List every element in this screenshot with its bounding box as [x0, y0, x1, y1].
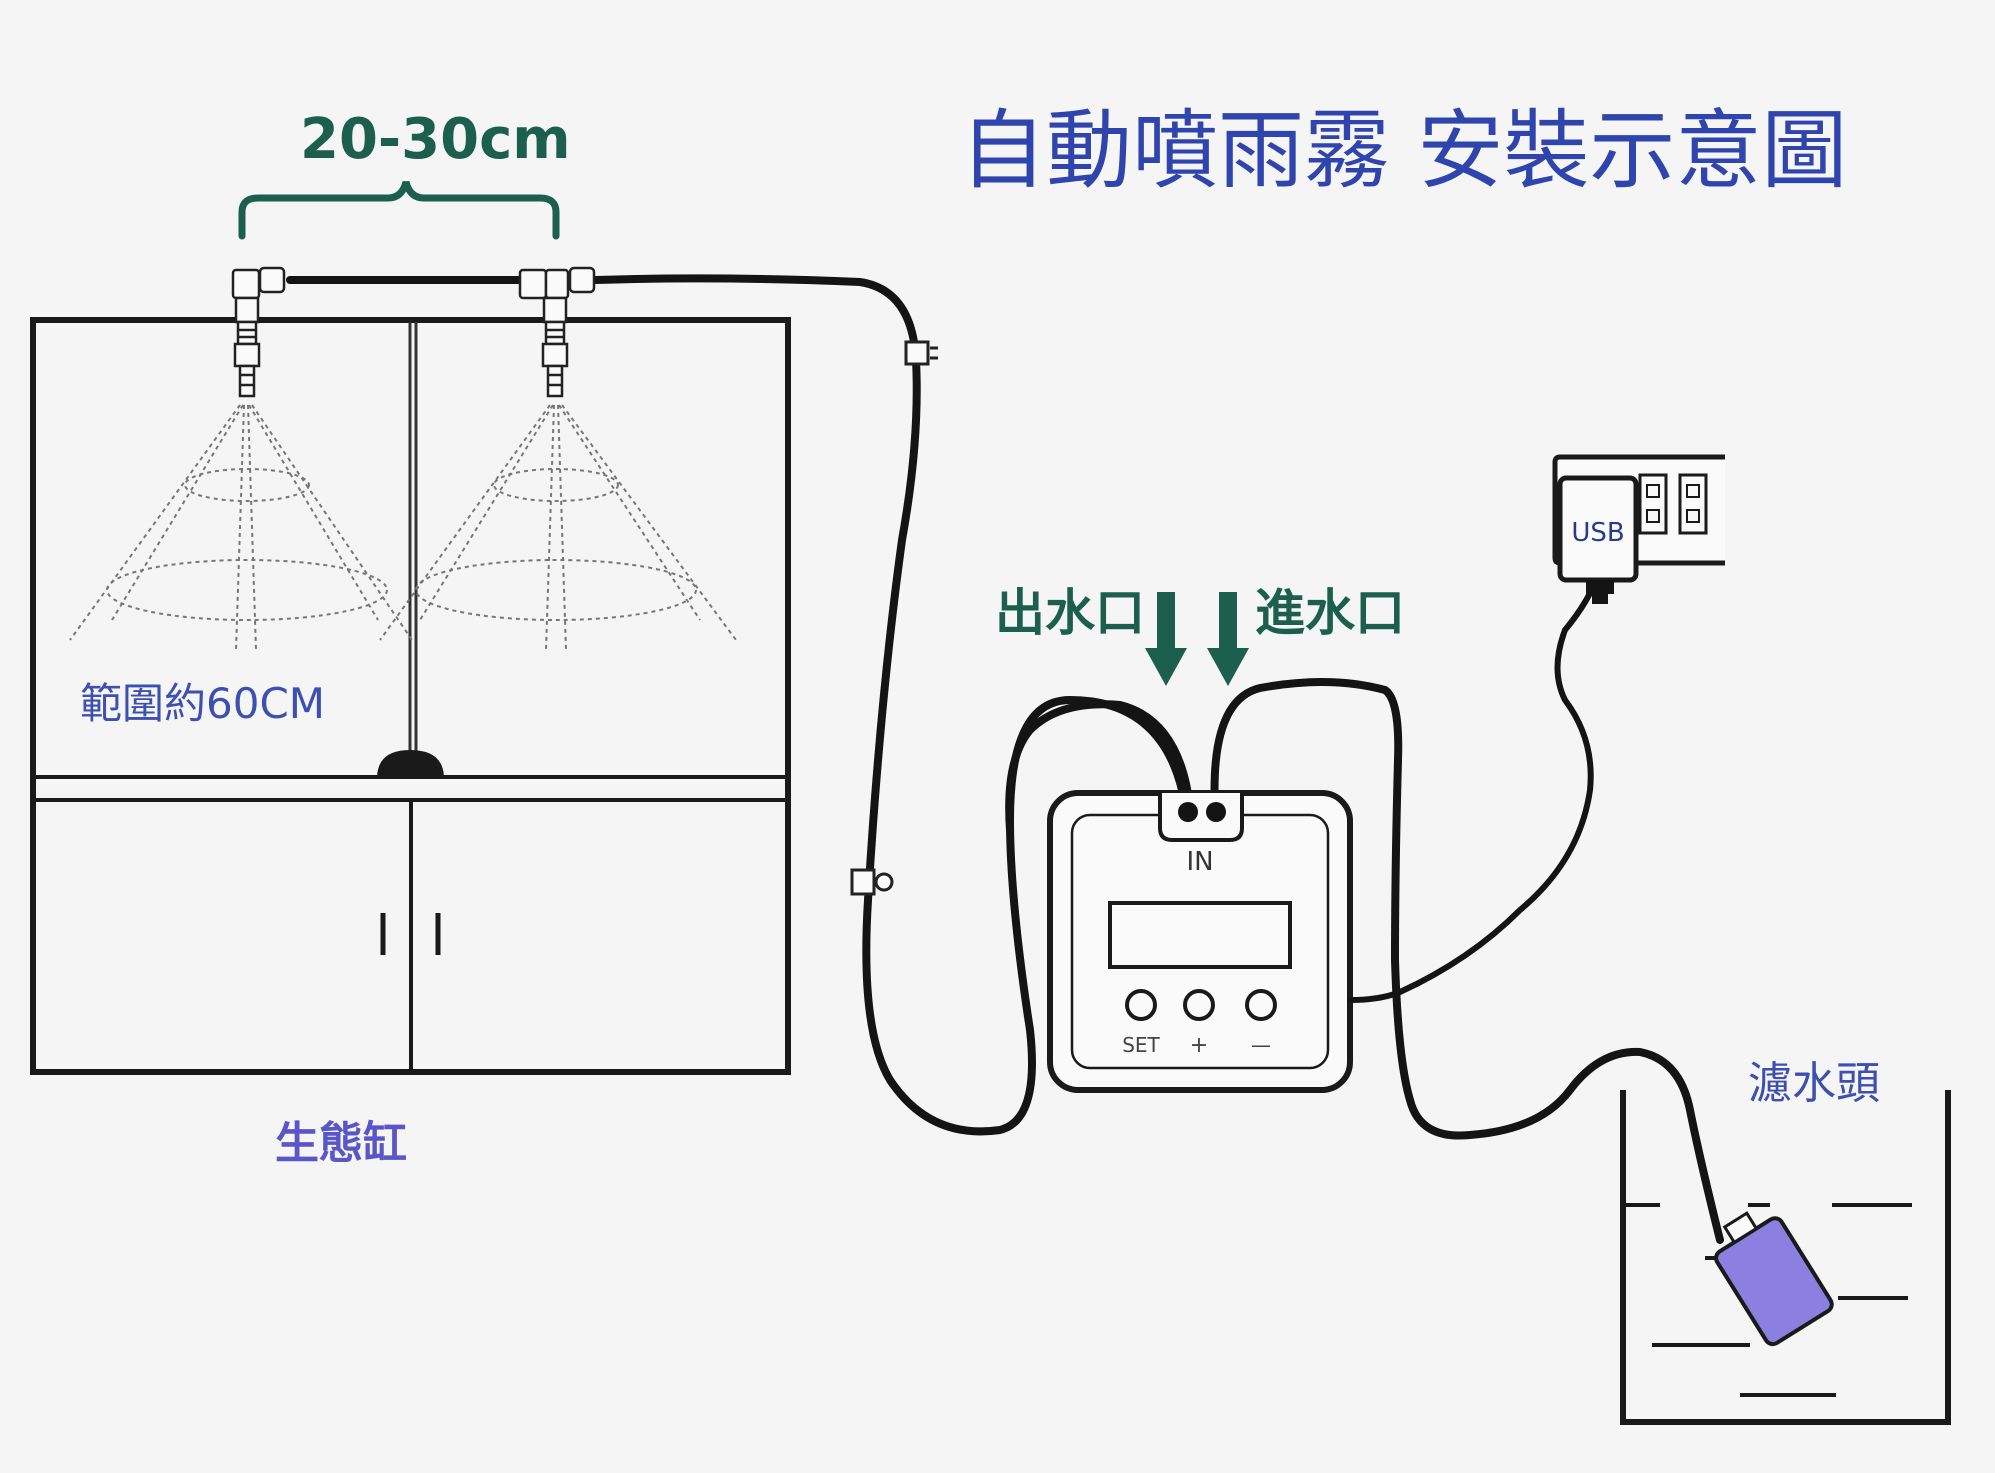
mist-spray-right [379, 404, 737, 651]
usb-adapter [1557, 475, 1639, 604]
inlet-hose [1210, 678, 1724, 1244]
diagram-title: 自動噴雨霧 安裝示意圖 [960, 101, 1847, 201]
nozzle-spacing-label: 20-30cm [300, 107, 571, 172]
power-cable [1347, 567, 1603, 1003]
outlet-arrow [1145, 592, 1187, 686]
outlet-port [1178, 802, 1198, 822]
nozzle-left [231, 266, 286, 398]
eco-tank-label: 生態缸 [275, 1118, 407, 1169]
tube-clip-lower [850, 868, 894, 896]
inlet-arrow [1207, 592, 1249, 686]
spacing-brace [238, 180, 560, 240]
plus-button-label: + [1190, 1033, 1208, 1058]
plus-button[interactable] [1183, 989, 1215, 1021]
water-reservoir [1620, 1090, 1951, 1425]
outlet-hose [1005, 700, 1194, 834]
set-button-label: SET [1122, 1033, 1160, 1057]
mist-spray-left [69, 404, 413, 651]
port-notch [1158, 793, 1244, 842]
inlet-label: 進水口 [1255, 584, 1405, 642]
port-in-label: IN [1186, 847, 1213, 877]
outlet-label: 出水口 [995, 584, 1145, 642]
pump-label: 濾水頭 [1748, 1058, 1880, 1109]
rod-base [377, 750, 444, 777]
submersible-pump [1714, 1211, 1834, 1347]
spray-range-label: 範圍約60CM [80, 679, 325, 728]
minus-button-label: — [1251, 1033, 1271, 1057]
set-button[interactable] [1125, 989, 1157, 1021]
lcd-display [1108, 901, 1292, 969]
minus-button[interactable] [1245, 989, 1277, 1021]
tube-clip-upper [904, 340, 938, 366]
terrarium [30, 317, 791, 1075]
nozzle-right [518, 266, 596, 398]
usb-label: USB [1571, 518, 1624, 548]
inlet-port [1206, 802, 1226, 822]
